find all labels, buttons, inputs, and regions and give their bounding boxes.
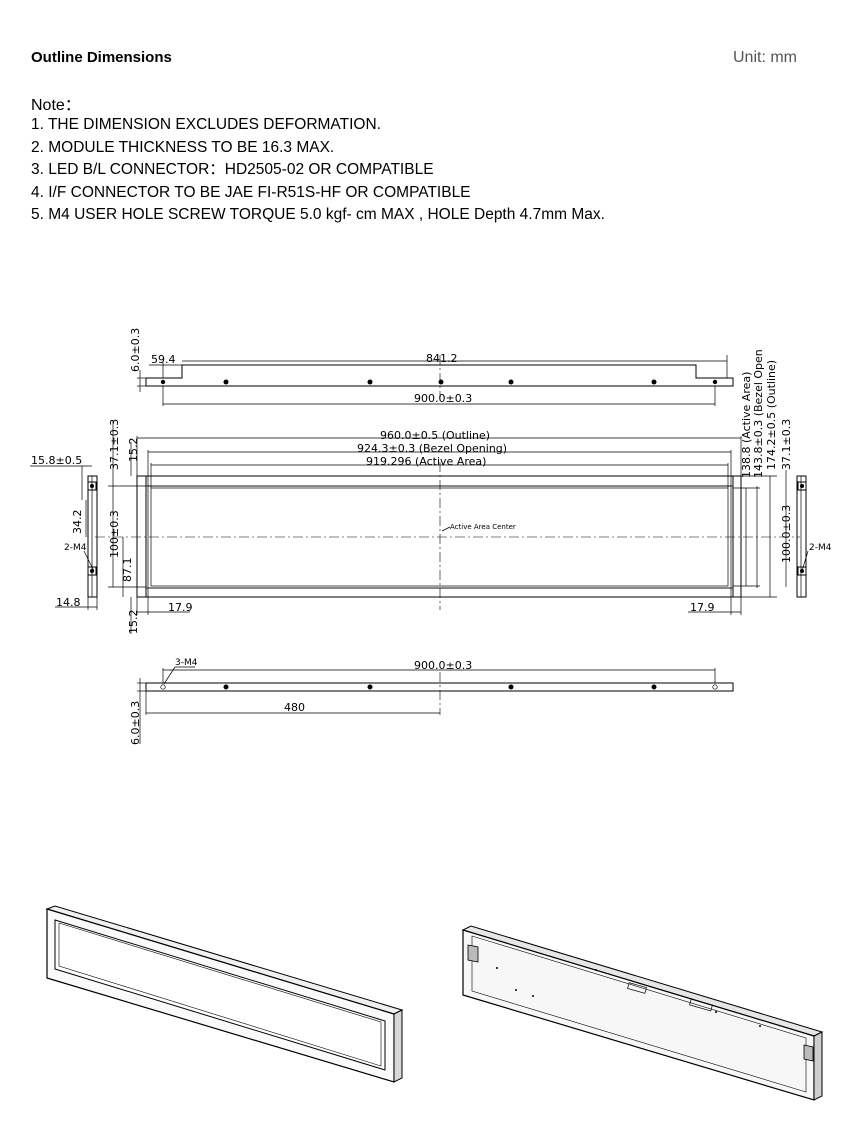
mount-hole <box>712 379 718 385</box>
top-left-offset-label: 59.4 <box>151 353 176 366</box>
left-hole-pitch-label: 100±0.3 <box>108 510 121 558</box>
inner-height-label: 87.1 <box>121 558 134 583</box>
mount-hole <box>651 379 657 385</box>
right-hole-pitch-label: 100.0±0.3 <box>780 505 793 563</box>
top-span-label: 841.2 <box>426 352 458 365</box>
mount-hole <box>160 684 166 690</box>
mount-hole <box>90 569 94 573</box>
iso-back-screw <box>715 1011 717 1013</box>
iso-back-screw <box>532 995 534 997</box>
right-side-tab <box>797 566 807 576</box>
iso-back-bracket <box>467 944 479 963</box>
right-side-tab <box>797 481 807 491</box>
note-item: 4. I/F CONNECTOR TO BE JAE FI-R51S-HF OR… <box>31 183 471 201</box>
left-holes-label: 2-M4 <box>64 543 87 553</box>
note-item: 5. M4 USER HOLE SCREW TORQUE 5.0 kgf- cm… <box>31 206 605 224</box>
right-hole-offset-label: 37.1±0.3 <box>780 419 793 470</box>
left-border-label: 17.9 <box>168 601 193 614</box>
mount-hole <box>160 379 166 385</box>
mount-hole <box>651 684 657 690</box>
leader-line <box>83 550 95 572</box>
bottom-center-offset-label: 480 <box>284 701 305 714</box>
right-side-view: 2-M4 <box>796 475 832 598</box>
mount-hole <box>223 379 229 385</box>
top-view-body <box>145 364 734 387</box>
left-hole-spacing-label: 34.2 <box>71 510 84 535</box>
front-view: Active Area Center 960.0±0.5 (Outline) 9… <box>95 349 800 634</box>
iso-back-panel <box>471 935 807 1093</box>
bezel-width-label: 924.3±0.3 (Bezel Opening) <box>357 442 507 455</box>
mount-hole <box>90 484 94 488</box>
left-hole-offset-label: 37.1±0.3 <box>108 419 121 470</box>
mount-hole <box>508 379 514 385</box>
right-border-label: 17.9 <box>690 601 715 614</box>
iso-back-connector <box>627 982 647 994</box>
iso-back-bracket <box>803 1044 814 1062</box>
mount-hole <box>712 684 718 690</box>
front-outline <box>136 475 742 598</box>
iso-back-side <box>813 1031 823 1101</box>
notes-heading: Note： <box>31 97 81 114</box>
iso-back-connector <box>689 998 713 1012</box>
outline-width-label: 960.0±0.5 (Outline) <box>380 429 490 442</box>
active-height-label: 138.8 (Active Area) <box>740 372 753 478</box>
leader-line <box>163 666 176 685</box>
leader-line <box>801 550 809 572</box>
iso-front-side <box>393 1009 403 1083</box>
iso-back-screw <box>515 989 517 991</box>
mount-hole <box>367 379 373 385</box>
iso-front-active-area <box>58 922 382 1067</box>
notes-list: 1. THE DIMENSION EXCLUDES DEFORMATION. 2… <box>31 114 605 227</box>
top-pitch-label: 900.0±0.3 <box>414 392 472 405</box>
left-top-offset-label: 15.8±0.5 <box>31 454 82 467</box>
right-holes-label: 2-M4 <box>809 543 832 553</box>
left-depth-label: 14.8 <box>56 596 81 609</box>
active-center-label: Active Area Center <box>450 523 516 531</box>
note-item: 3. LED B/L CONNECTOR：HD2505-02 OR COMPAT… <box>31 161 434 179</box>
isometric-back-view <box>461 925 824 1101</box>
top-border-label: 15.2 <box>127 438 140 463</box>
bezel-height-label: 143.8±0.3 (Bezel Open <box>752 349 765 478</box>
right-side-body <box>796 475 807 598</box>
outline-height-label: 174.2±0.5 (Outline) <box>765 360 778 470</box>
isometric-front-view <box>45 905 404 1083</box>
active-width-label: 919.296 (Active Area) <box>366 455 486 468</box>
iso-back-screw <box>759 1025 761 1027</box>
left-side-tab <box>87 481 97 491</box>
top-thickness-label: 6.0±0.3 <box>129 328 142 372</box>
bottom-view-body <box>145 682 734 692</box>
mount-hole <box>800 484 804 488</box>
bottom-holes-label: 3-M4 <box>175 658 198 668</box>
left-side-body <box>87 475 98 598</box>
mount-hole <box>223 684 229 690</box>
mount-hole <box>508 684 514 690</box>
bottom-thickness-label: 6.0±0.3 <box>129 701 142 745</box>
leader-line <box>441 526 451 532</box>
page-title: Outline Dimensions <box>31 49 172 66</box>
top-view: 6.0±0.3 59.4 841.2 900.0±0.3 <box>129 328 734 406</box>
unit-label: Unit: mm <box>733 49 797 66</box>
iso-back-screw <box>595 969 597 971</box>
bottom-pitch-label: 900.0±0.3 <box>414 659 472 672</box>
note-item: 2. MODULE THICKNESS TO BE 16.3 MAX. <box>31 138 335 156</box>
iso-front-screen <box>54 919 386 1071</box>
mount-hole <box>438 379 444 385</box>
mount-hole <box>367 684 373 690</box>
iso-back-screw <box>496 967 498 969</box>
left-side-view: 15.8±0.5 34.2 2-M4 14.8 <box>30 454 98 610</box>
note-item: 1. THE DIMENSION EXCLUDES DEFORMATION. <box>31 116 381 133</box>
bottom-view: 3-M4 900.0±0.3 480 6.0±0.3 <box>129 658 734 745</box>
bottom-border-label: 15.2 <box>127 610 140 635</box>
